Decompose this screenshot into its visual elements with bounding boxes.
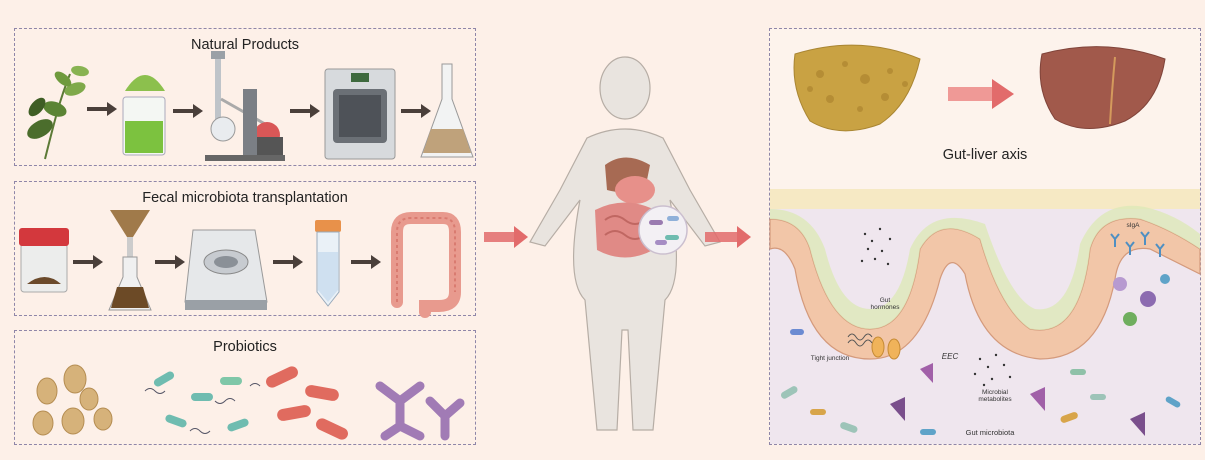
gut-liver-axis-title: Gut-liver axis <box>770 147 1200 163</box>
eec-label: EEC <box>940 353 960 360</box>
herb-plant-icon <box>24 65 90 159</box>
step-arrow-icon <box>73 255 103 269</box>
gut-liver-panel: Gut-liver axis <box>769 28 1201 445</box>
step-arrow-icon <box>290 104 320 118</box>
step-arrow-icon <box>87 102 117 116</box>
gut-hormones-label: Gut hormones <box>865 297 905 311</box>
fatty-liver-icon <box>794 45 920 131</box>
rotary-evaporator-icon <box>205 51 285 161</box>
obese-human-figure <box>525 50 725 460</box>
natural-products-panel: Natural Products <box>14 28 476 166</box>
freeze-dryer-icon <box>325 69 395 159</box>
step-arrow-icon <box>351 255 381 269</box>
siga-label: sIgA <box>1118 222 1148 229</box>
rod-bacteria-icon <box>264 364 350 441</box>
step-arrow-icon <box>173 104 203 118</box>
centrifuge-icon <box>185 230 267 310</box>
tight-junction-label: Tight junction <box>800 355 860 362</box>
branched-bacteria-icon <box>380 386 460 436</box>
natural-products-workflow <box>15 29 477 167</box>
arrow-to-human-icon <box>484 226 528 248</box>
step-arrow-icon <box>401 104 431 118</box>
flagellated-bacteria-icon <box>145 370 260 433</box>
green-beaker-icon <box>123 97 165 155</box>
yeast-cells-icon <box>33 365 112 435</box>
magnified-microbiota-icon <box>639 206 687 254</box>
microbial-metabolites-label: Microbial metabolites <box>970 389 1020 403</box>
filter-funnel-flask-icon <box>109 210 151 310</box>
fmt-workflow <box>15 182 477 317</box>
gut-microbiota-label: Gut microbiota <box>950 429 1030 436</box>
probiotics-panel: Probiotics <box>14 330 476 445</box>
healthy-liver-icon <box>1040 47 1165 129</box>
stool-jar-icon <box>19 228 69 292</box>
transition-arrow-icon <box>948 79 1014 109</box>
fmt-panel: Fecal microbiota transplantation <box>14 181 476 316</box>
centrifuge-tube-icon <box>315 220 341 306</box>
green-powder-icon <box>125 75 165 91</box>
colon-icon <box>397 218 455 312</box>
step-arrow-icon <box>273 255 303 269</box>
probiotics-illustration <box>15 331 477 446</box>
step-arrow-icon <box>155 255 185 269</box>
